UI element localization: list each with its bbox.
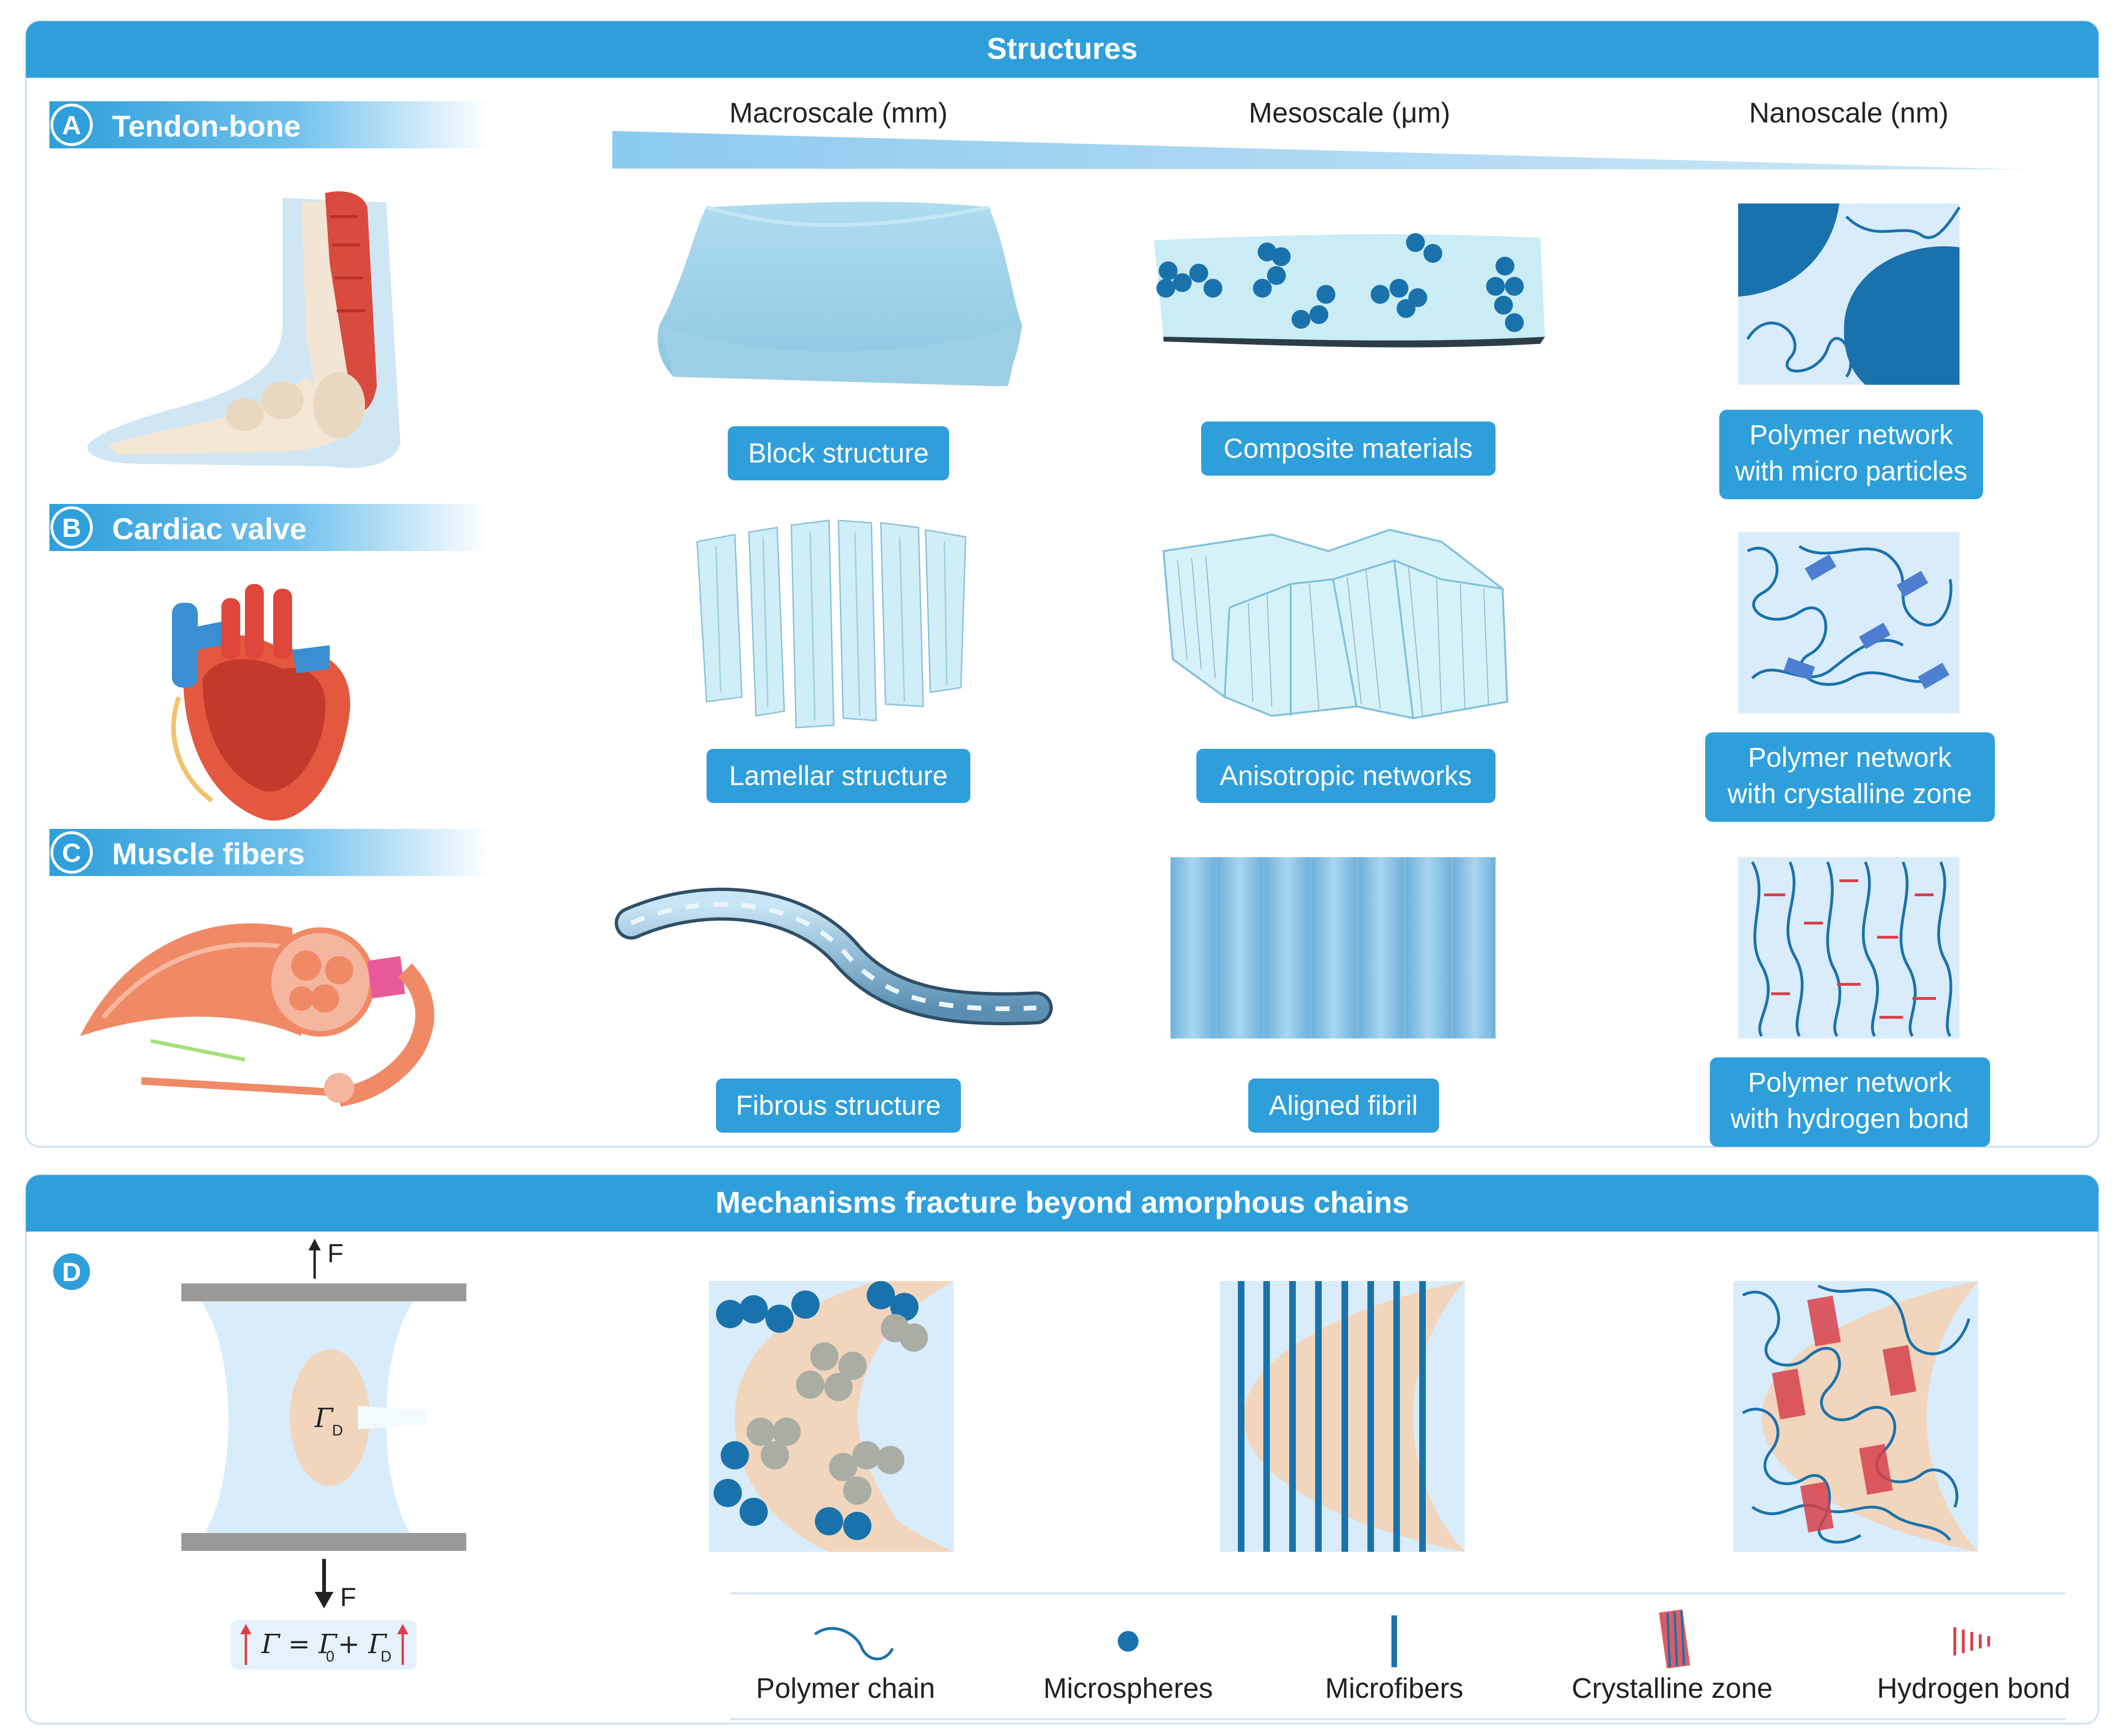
scale-label-nano: Nanoscale (nm) [1749,97,1949,129]
block-structure-image [658,202,1022,386]
tag-anisotropic-networks-text: Anisotropic networks [1220,761,1472,791]
legend-label-hydrogen-bond: Hydrogen bond [1877,1672,2070,1704]
tissue-name-c: Muscle fibers [112,837,305,871]
tag-fibrous-structure-text: Fibrous structure [736,1090,941,1121]
tissue-letter-c: C [62,838,81,868]
legend-label-microfibers: Microfibers [1325,1672,1463,1704]
formula-lhs: Γ = Γ [261,1629,338,1660]
foot-illustration [87,191,401,468]
grip-bottom [181,1533,466,1551]
microfiber-icon [1391,1615,1397,1667]
tissue-name-b: Cardiac valve [112,512,307,546]
force-label-bottom: F [340,1582,356,1612]
force-label-top: F [327,1238,343,1268]
tag-anisotropic-networks: Anisotropic networks [1196,749,1496,803]
tag-nano-crystalline-line2: with crystalline zone [1727,779,1972,809]
tag-nano-crystalline: Polymer network with crystalline zone [1705,732,1995,822]
structures-title: Structures [987,32,1138,65]
fibrous-structure-image [615,887,1053,1025]
tissue-header-b: B Cardiac valve [49,504,490,551]
mechanisms-panel: Mechanisms fracture beyond amorphous cha… [25,1174,2099,1725]
tissue-header-a: A Tendon-bone [49,101,490,148]
tag-aligned-fibril: Aligned fibril [1248,1079,1439,1133]
tag-nano-particles: Polymer network with micro particles [1719,410,1983,499]
tissue-name-a: Tendon-bone [112,109,301,143]
tag-block-structure: Block structure [728,426,949,480]
tissue-letter-d: D [62,1257,81,1287]
legend-label-polymer-chain: Polymer chain [756,1672,935,1704]
mechanism-microfibers [1220,1281,1465,1552]
mechanisms-title: Mechanisms fracture beyond amorphous cha… [715,1185,1409,1219]
aligned-fibril-image [1171,857,1496,1038]
tag-nano-hydrogen-line2: with hydrogen bond [1730,1103,1969,1134]
tag-nano-crystalline-line1: Polymer network [1748,742,1952,773]
tag-composite-materials: Composite materials [1201,422,1496,476]
scale-label-meso: Mesoscale (μm) [1249,97,1450,129]
crystalline-zone-icon [1659,1609,1691,1669]
tag-composite-materials-text: Composite materials [1224,433,1473,464]
nano-hydrogen-image [1738,857,1959,1038]
legend-item-polymer-chain: Polymer chain [756,1627,935,1704]
legend-label-crystalline-zone: Crystalline zone [1572,1672,1773,1704]
scale-wedge [612,131,2028,170]
damage-zone [290,1349,370,1486]
structures-panel: Structures Macroscale (mm) Mesoscale (μm… [25,20,2099,1148]
tag-nano-particles-line1: Polymer network [1749,420,1953,450]
formula-sub0: 0 [326,1648,334,1665]
legend: Polymer chain Microspheres Microfibers C… [730,1592,2070,1720]
tissue-header-d: D [50,1250,93,1293]
nano-particles-image [1738,203,1961,385]
grip-top [181,1283,466,1301]
heart-illustration [171,584,350,821]
tissue-header-c: C Muscle fibers [49,829,490,876]
formula-plus: + Γ [338,1629,388,1660]
tag-nano-hydrogen-line1: Polymer network [1748,1067,1952,1098]
hydrogen-bond-icon [1953,1627,1990,1655]
microsphere-icon [1118,1631,1138,1652]
tensile-specimen: Γ D F F [181,1238,466,1612]
legend-label-microspheres: Microspheres [1043,1672,1213,1704]
legend-item-microspheres: Microspheres [1043,1631,1213,1704]
tag-lamellar-structure: Lamellar structure [707,749,970,803]
formula-subD: D [381,1648,391,1665]
scale-label-macro: Macroscale (mm) [729,97,947,129]
tag-lamellar-structure-text: Lamellar structure [729,761,948,791]
legend-item-microfibers: Microfibers [1325,1615,1463,1704]
lamellar-structure-image [696,519,967,729]
mechanism-microspheres [709,1281,954,1552]
tag-nano-hydrogen: Polymer network with hydrogen bond [1710,1057,1990,1147]
nano-crystalline-image [1738,532,1959,714]
tag-block-structure-text: Block structure [748,438,929,469]
toughness-formula: Γ = Γ 0 + Γ D [231,1620,417,1670]
mechanism-crystalline [1733,1281,1978,1552]
legend-item-hydrogen-bond: Hydrogen bond [1877,1627,2070,1704]
anisotropic-networks-image [1162,528,1509,720]
tissue-letter-a: A [62,110,81,140]
polymer-chain-icon [814,1627,894,1661]
muscle-illustration [80,923,434,1107]
tissue-letter-b: B [62,513,81,543]
composite-materials-image [1154,233,1545,348]
gamma-d-sub: D [332,1422,343,1439]
tag-fibrous-structure: Fibrous structure [716,1079,961,1133]
gamma-d-symbol: Γ [314,1403,334,1434]
tag-aligned-fibril-text: Aligned fibril [1269,1090,1418,1121]
legend-item-crystalline-zone: Crystalline zone [1572,1609,1773,1704]
tag-nano-particles-line2: with micro particles [1734,456,1967,487]
